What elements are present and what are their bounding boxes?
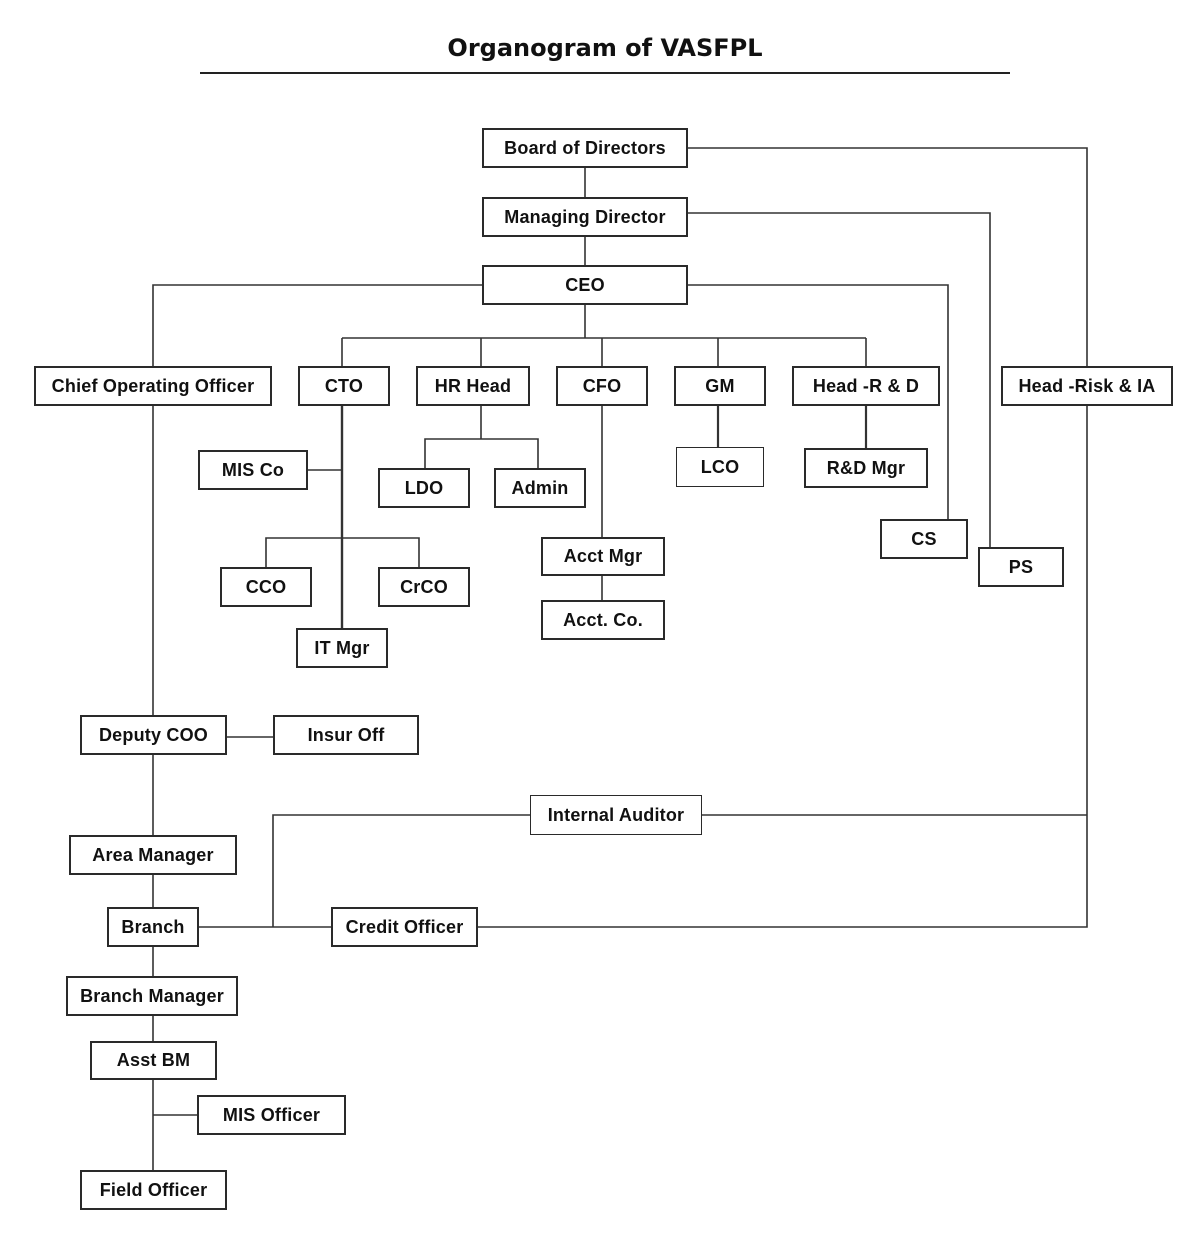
node-it-mgr: IT Mgr — [296, 628, 388, 668]
edge-board-risk — [688, 147, 1088, 366]
node-area-manager: Area Manager — [69, 835, 237, 875]
edge-cto-cco-crco — [265, 537, 420, 567]
node-asst-bm: Asst BM — [90, 1041, 217, 1080]
page-title: Organogram of VASFPL — [447, 34, 763, 62]
edge-hr-ldo-admin — [424, 438, 539, 468]
node-internal-auditor: Internal Auditor — [530, 795, 702, 835]
node-branch-manager: Branch Manager — [66, 976, 238, 1016]
node-admin: Admin — [494, 468, 586, 508]
node-crco: CrCO — [378, 567, 470, 607]
node-branch: Branch — [107, 907, 199, 947]
node-head-risk-ia: Head -Risk & IA — [1001, 366, 1173, 406]
node-credit-officer: Credit Officer — [331, 907, 478, 947]
node-acct-mgr: Acct Mgr — [541, 537, 665, 576]
node-mis-co: MIS Co — [198, 450, 308, 490]
node-cfo: CFO — [556, 366, 648, 406]
node-ceo: CEO — [482, 265, 688, 305]
edge-ceo-cs — [688, 284, 949, 519]
node-managing-director: Managing Director — [482, 197, 688, 237]
edge-ceo-coo — [152, 284, 482, 366]
node-hr-head: HR Head — [416, 366, 530, 406]
node-cto: CTO — [298, 366, 390, 406]
node-cco: CCO — [220, 567, 312, 607]
node-field-officer: Field Officer — [80, 1170, 227, 1210]
node-insur-off: Insur Off — [273, 715, 419, 755]
edge-branch-ia — [272, 814, 530, 927]
node-ldo: LDO — [378, 468, 470, 508]
node-board-of-directors: Board of Directors — [482, 128, 688, 168]
node-rnd-mgr: R&D Mgr — [804, 448, 928, 488]
node-deputy-coo: Deputy COO — [80, 715, 227, 755]
node-ps: PS — [978, 547, 1064, 587]
title-underline — [200, 72, 1010, 74]
node-mis-officer: MIS Officer — [197, 1095, 346, 1135]
node-gm: GM — [674, 366, 766, 406]
edge-risk-credit — [478, 406, 1088, 928]
node-cs: CS — [880, 519, 968, 559]
node-head-r-and-d: Head -R & D — [792, 366, 940, 406]
node-acct-co: Acct. Co. — [541, 600, 665, 640]
edge-md-ps — [688, 212, 991, 547]
node-lco: LCO — [676, 447, 764, 487]
node-chief-operating-officer: Chief Operating Officer — [34, 366, 272, 406]
